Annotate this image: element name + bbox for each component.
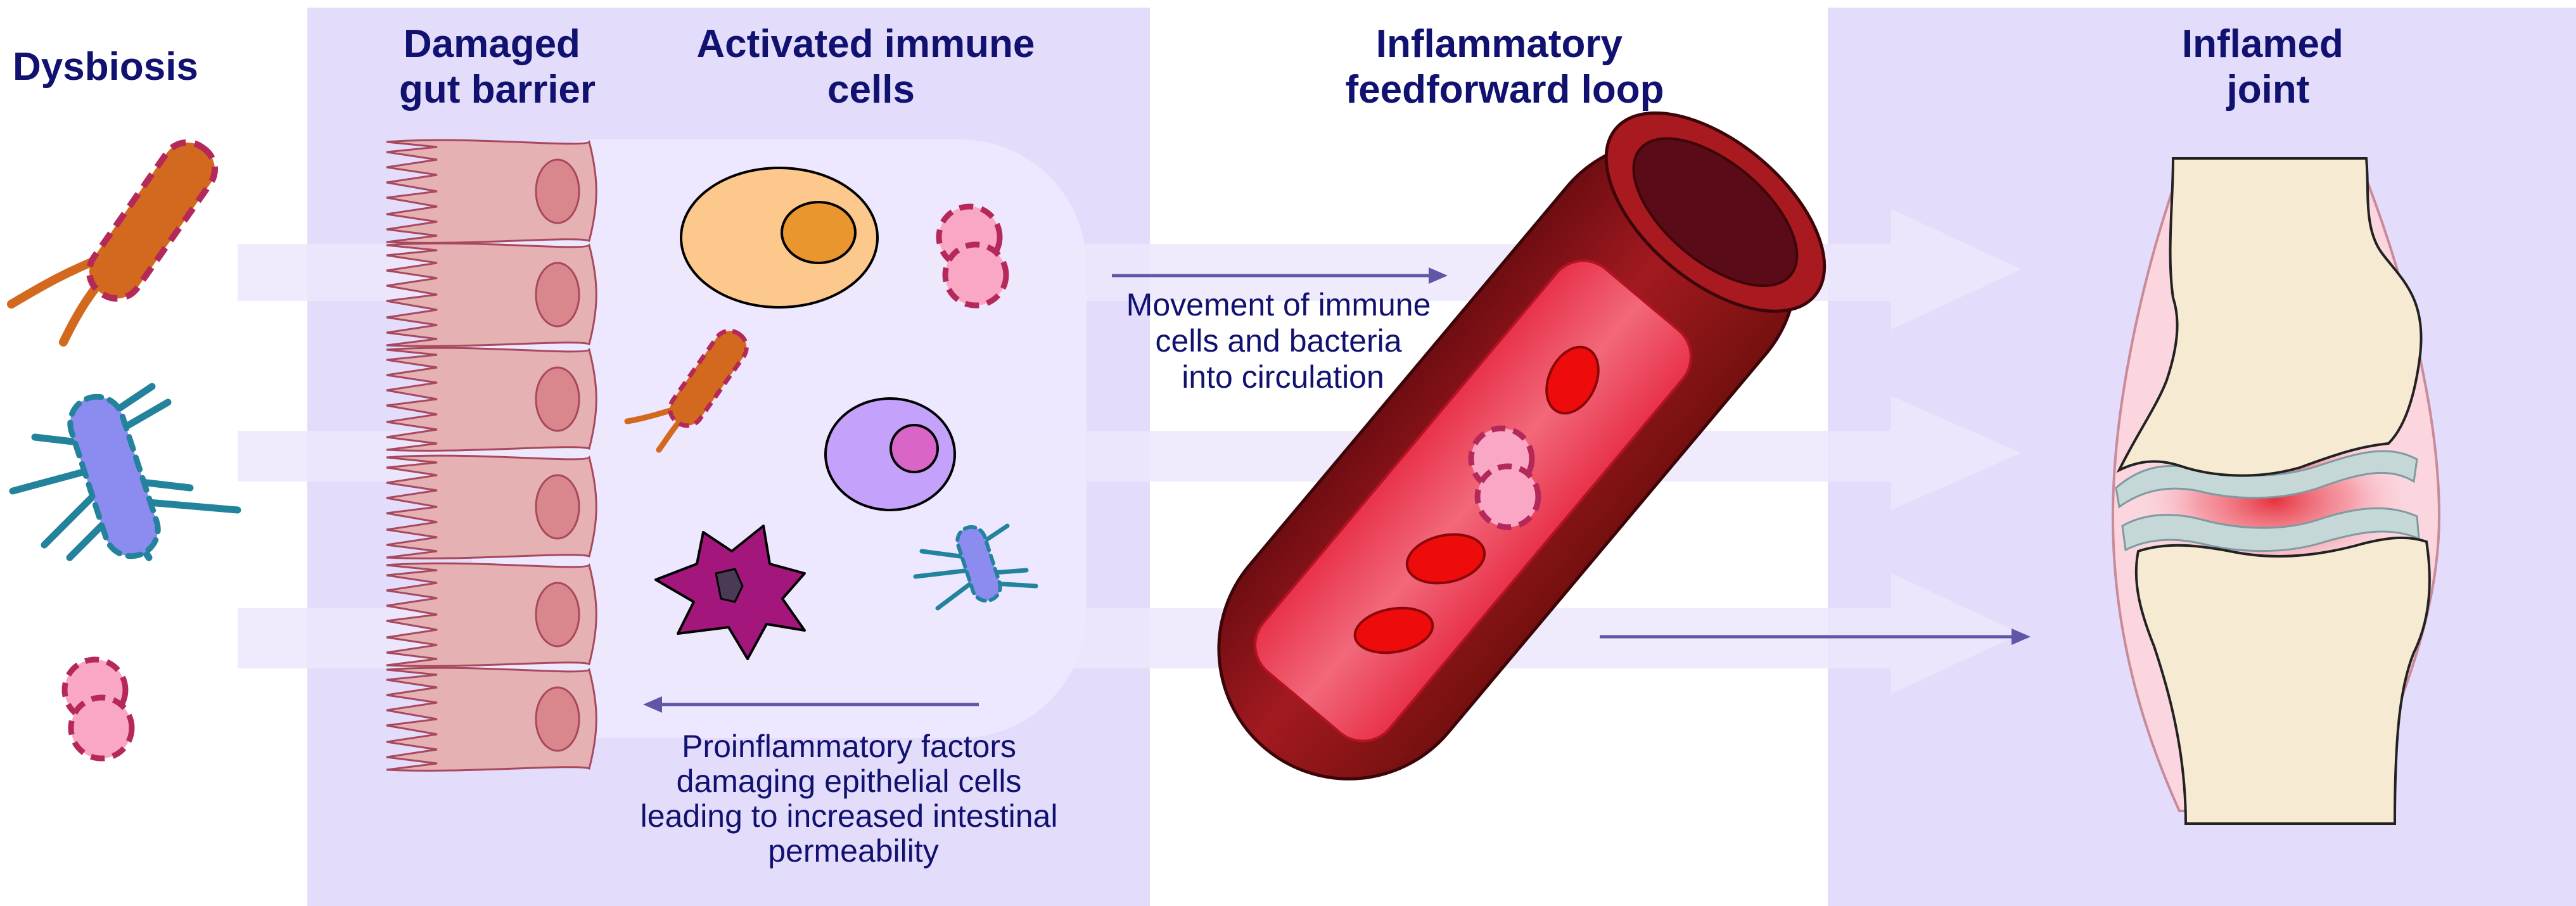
dysbiosis-title: Dysbiosis bbox=[13, 45, 198, 89]
immune-cells-title: Activated immune cells bbox=[696, 22, 1045, 112]
rod-bacterium-orange-small-icon bbox=[624, 328, 749, 453]
inflamed-joint-icon bbox=[2111, 157, 2441, 825]
coccus-bacterium-icon bbox=[65, 660, 132, 758]
red-blood-cell-icon bbox=[1405, 533, 1486, 585]
arrow-to-epithelium bbox=[643, 696, 979, 713]
feedforward-loop-title: Inflammatory feedforward loop bbox=[1346, 22, 1664, 112]
arrow-to-circulation bbox=[1112, 267, 1448, 284]
red-blood-cells bbox=[1353, 345, 1600, 654]
red-blood-cell-icon bbox=[1545, 345, 1600, 415]
red-blood-cell-icon bbox=[1353, 606, 1434, 654]
violet-immune-cell-icon bbox=[824, 397, 956, 511]
inflamed-joint-title: Inflamed joint bbox=[2182, 22, 2354, 112]
rod-bacterium-orange-icon bbox=[7, 139, 218, 347]
flagellated-bacterium-small-icon bbox=[913, 523, 1038, 611]
femur-bone bbox=[2116, 157, 2423, 477]
movement-annotation: Movement of immune cells and bacteria in… bbox=[1126, 287, 1440, 395]
peach-immune-cell-icon bbox=[680, 167, 879, 309]
flagellated-bacterium-blue-icon bbox=[9, 383, 241, 561]
tibia-bone bbox=[2134, 536, 2431, 825]
dendritic-cell-icon bbox=[654, 525, 806, 660]
arrow-to-joint bbox=[1600, 628, 2031, 645]
gut-barrier-title: Damaged gut barrier bbox=[399, 22, 596, 112]
proinflammatory-annotation: Proinflammatory factors damaging epithel… bbox=[641, 729, 1067, 869]
